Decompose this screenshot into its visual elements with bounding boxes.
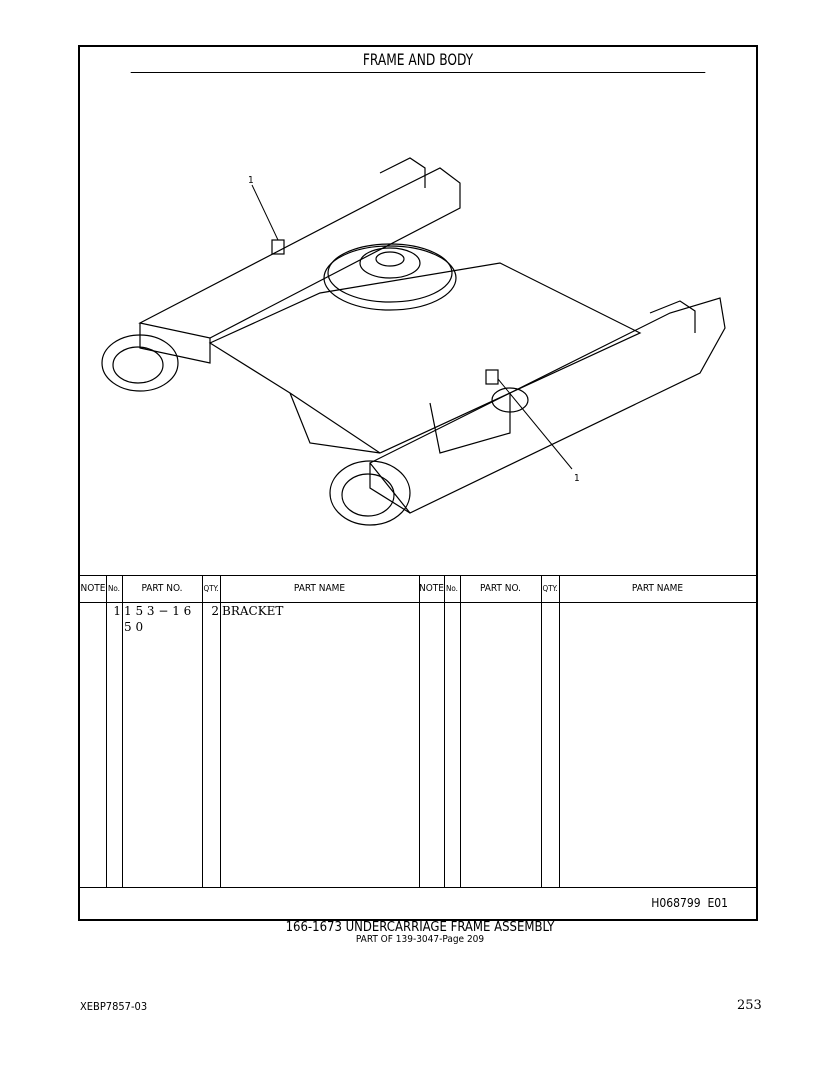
row-part-name: BRACKET [222,604,284,618]
page-title: FRAME AND BODY [130,47,706,73]
undercarriage-frame-illustration: 1 1 [101,157,726,526]
row-part-no: 1 5 3 − 1 6 5 0 [124,604,192,634]
document-id: XEBP7857-03 [80,1000,148,1013]
header-part-no-2: PART NO. [479,583,522,594]
parts-table: NOTE No. PART NO. QTY. PART NAME NOTE No… [80,575,756,888]
header-no-2: No. [446,584,458,593]
header-note: NOTE [80,583,106,594]
row-no: 1 [113,604,121,618]
row-qty: 2 [211,604,219,618]
header-part-name-2: PART NAME [631,583,684,594]
header-part-no: PART NO. [141,583,183,594]
page-number: 253 [737,998,762,1013]
header-qty-2: QTY. [542,584,558,593]
header-note-2: NOTE [419,583,444,594]
header-no: No. [108,584,120,593]
illustration-code-row: H068799 E01 [80,887,756,920]
header-qty: QTY. [203,584,219,593]
assembly-subcaption: PART OF 139-3047-Page 209 [355,934,485,945]
callout-label: 1 [248,175,254,186]
header-part-name: PART NAME [293,583,346,594]
assembly-caption: 166-1673 UNDERCARRIAGE FRAME ASSEMBLY [285,920,555,935]
parts-page-frame: FRAME AND BODY 1 1 [78,45,758,921]
callout-label: 1 [574,473,580,484]
illustration-code: H068799 E01 [651,896,728,910]
